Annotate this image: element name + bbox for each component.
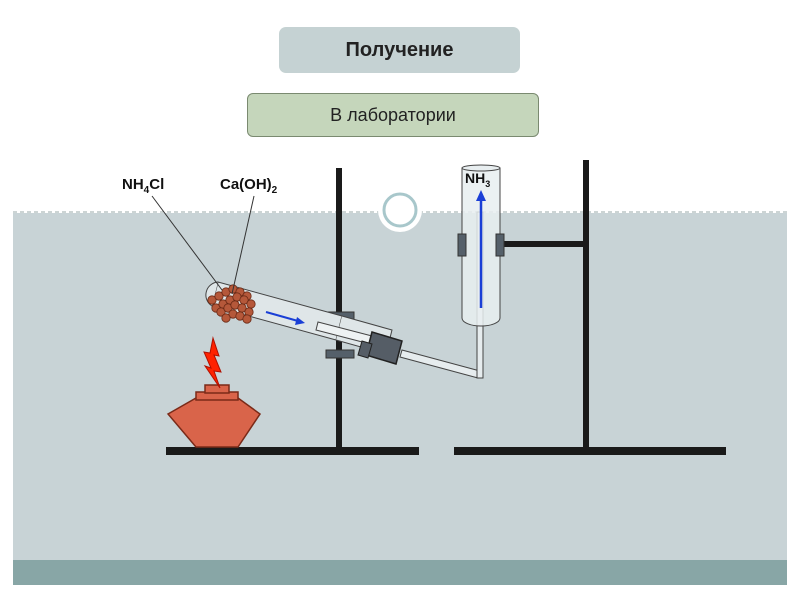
granule	[214, 291, 224, 301]
clamp-right	[495, 233, 505, 257]
granule	[242, 314, 252, 324]
gas-flow-arrow	[265, 311, 305, 325]
label-nh4cl: NH4Cl	[122, 176, 164, 196]
clamp-left	[457, 233, 467, 257]
right-stand	[454, 160, 726, 455]
granule	[207, 295, 217, 305]
bottom-band	[13, 560, 787, 585]
label-caoh2: Ca(OH)2	[220, 176, 278, 196]
gas-rise-arrow	[476, 190, 486, 308]
granule	[216, 307, 226, 317]
stopper	[357, 331, 403, 365]
subtitle-box: В лаборатории	[247, 93, 539, 137]
flame-icon	[203, 336, 222, 389]
pointer-line-caoh2	[231, 195, 255, 295]
label-nh3: NH3	[465, 170, 490, 189]
background-panel	[13, 213, 787, 565]
pointer-line-nh4cl	[151, 195, 223, 291]
granule	[221, 313, 231, 323]
reagent-granules	[207, 284, 256, 324]
clamp-lower	[325, 349, 355, 359]
spirit-lamp	[166, 384, 262, 448]
page-title: Получение	[279, 27, 520, 73]
granule	[246, 299, 256, 309]
decorative-ring-inner	[382, 192, 418, 228]
